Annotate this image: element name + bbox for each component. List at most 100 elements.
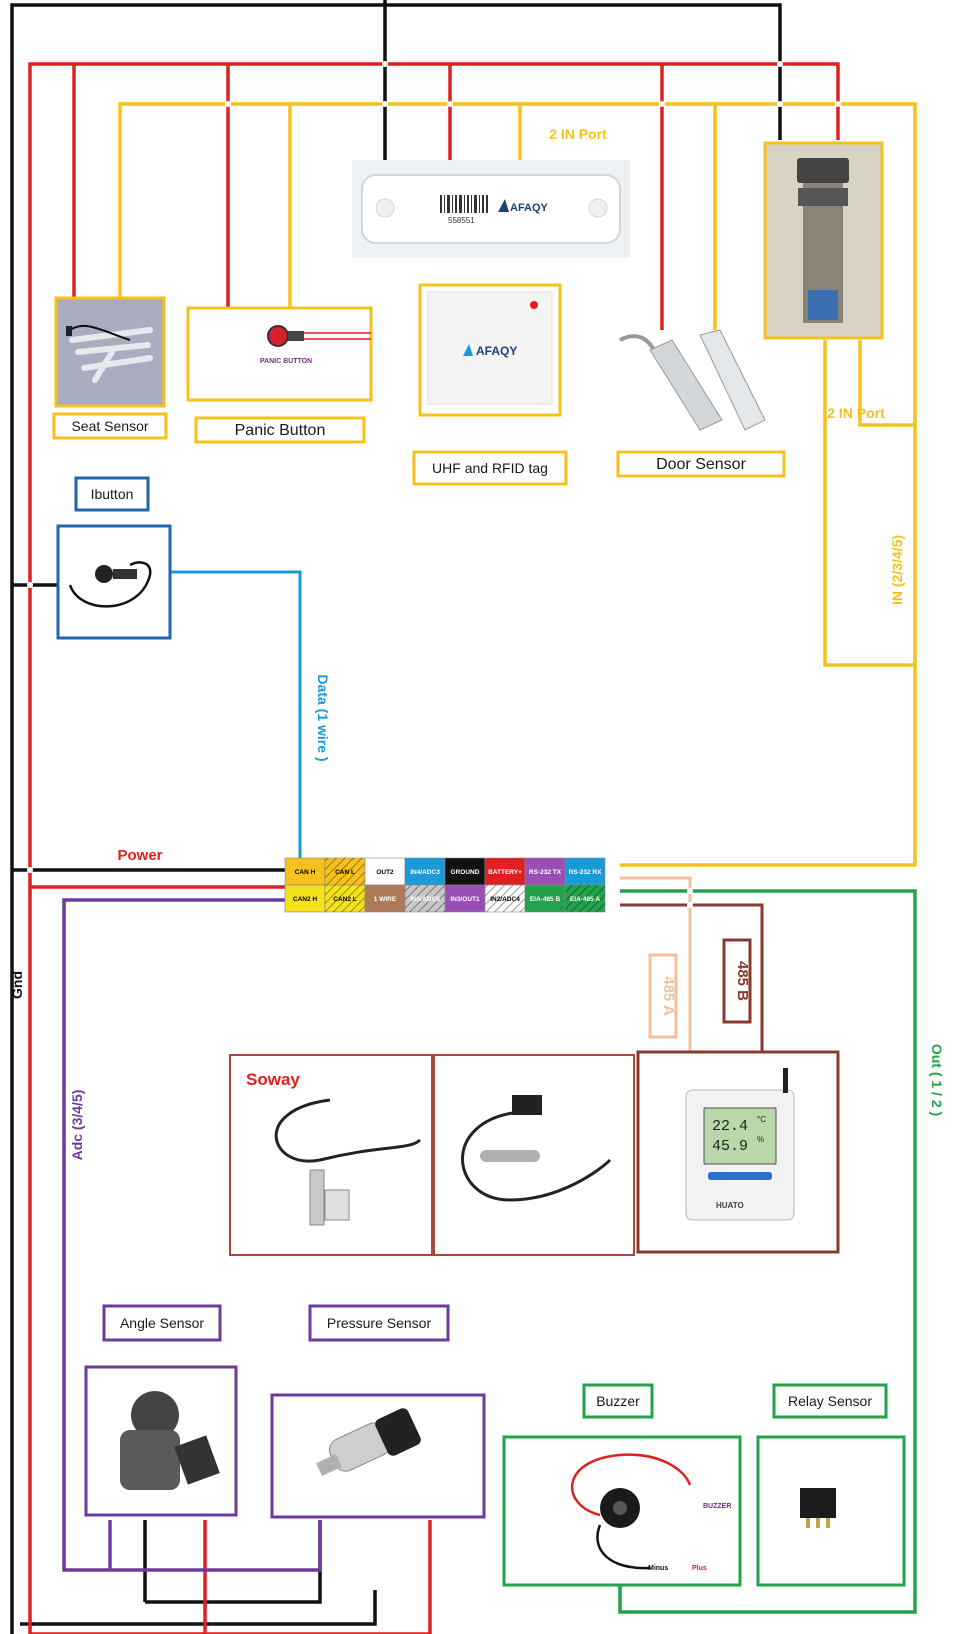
connector-pin-label: 1 WIRE bbox=[374, 896, 397, 903]
tracker-brand: AFAQY bbox=[510, 202, 549, 214]
wire-crossings bbox=[27, 61, 841, 908]
soway-brand: Soway bbox=[246, 1070, 300, 1089]
relay-sensor-label-box bbox=[772, 1383, 888, 1419]
connector-pin-label: CAN2 L bbox=[333, 896, 357, 903]
connector-pin-top-6 bbox=[524, 857, 566, 886]
tracker-serial: 558551 bbox=[448, 216, 475, 225]
io-connector: CAN H CAN L OUT2 IN4/ADC3 GROUND BATTERY+ RS-2… bbox=[284, 857, 606, 913]
adc-345-label: Adc (3/4/5) bbox=[69, 1090, 85, 1161]
proximity-sensor bbox=[763, 141, 884, 340]
rs485-a-label-box bbox=[648, 953, 678, 1039]
angle-sensor bbox=[84, 1365, 238, 1517]
connector-pin-stripes bbox=[325, 885, 365, 912]
out-12-label: Out ( 1 / 2 ) bbox=[929, 1044, 945, 1116]
buzzer-caption: BUZZER bbox=[703, 1503, 731, 1510]
logger-brand: HUATO bbox=[716, 1201, 744, 1210]
seat-sensor-label-box bbox=[52, 412, 168, 440]
buzzer-label-box bbox=[582, 1383, 654, 1419]
adc-wires bbox=[62, 898, 322, 1572]
logger-humidity: 45.9 bbox=[712, 1138, 748, 1155]
two-in-port-right-label: 2 IN Port bbox=[827, 405, 885, 421]
panic-button: PANIC BUTTON bbox=[186, 306, 373, 402]
buzzer-plus: Plus bbox=[692, 1565, 707, 1572]
ibutton-key-icon bbox=[95, 565, 113, 583]
connector-pin-top-2 bbox=[364, 857, 406, 886]
rs485-b-label: 485 B bbox=[734, 961, 751, 1001]
ibutton-label-box bbox=[74, 476, 150, 512]
connector-pin-label: CAN L bbox=[335, 869, 355, 876]
uhf-rfid-label: UHF and RFID tag bbox=[432, 460, 548, 476]
panic-button-label-box bbox=[194, 416, 366, 444]
seat-sensor-label: Seat Sensor bbox=[71, 418, 148, 434]
connector-pin-bottom-6 bbox=[524, 884, 566, 913]
pressure-sensor-label: Pressure Sensor bbox=[327, 1315, 432, 1331]
connector-pin-top-5 bbox=[484, 857, 526, 886]
connector-pin-label: EIA-485 B bbox=[530, 896, 561, 903]
soway-sensor-1: Soway bbox=[229, 1054, 433, 1256]
door-sensor-label-box bbox=[616, 450, 786, 478]
uhf-rfid-reader: AFAQY bbox=[418, 283, 562, 417]
two-in-port-top-label: 2 IN Port bbox=[549, 126, 607, 142]
connector-pin-top-4 bbox=[444, 857, 486, 886]
connector-pin-label: EIA-485 A bbox=[570, 896, 600, 903]
rs485-b-wire bbox=[620, 903, 764, 1055]
connector-pin-label: IN5/ADC5 bbox=[410, 896, 440, 903]
connector-pin-bottom-0 bbox=[284, 884, 326, 913]
panic-button-caption: PANIC BUTTON bbox=[260, 358, 312, 365]
connector-pin-label: IN2/ADC4 bbox=[490, 896, 520, 903]
rs485-b-label-box bbox=[722, 938, 752, 1024]
temperature-humidity-logger: 22.4 °C 45.9 % HUATO bbox=[636, 1050, 840, 1254]
rs485-a-wire bbox=[620, 876, 692, 1055]
pressure-sensor-label-box bbox=[308, 1304, 450, 1342]
buzzer: BUZZER Minus Plus bbox=[502, 1435, 742, 1587]
ibutton-label: Ibutton bbox=[91, 486, 134, 502]
relay-sensor bbox=[756, 1435, 906, 1587]
door-sensor bbox=[619, 329, 766, 431]
connector-pin-stripes bbox=[565, 885, 605, 912]
pressure-sensor bbox=[270, 1393, 486, 1519]
barcode bbox=[440, 195, 488, 213]
connector-pin-top-0 bbox=[284, 857, 326, 886]
buzzer-label: Buzzer bbox=[596, 1393, 640, 1409]
connector-pin-label: IN3/OUT1 bbox=[450, 896, 480, 903]
input-wires bbox=[118, 102, 917, 867]
data-1wire-label: Data (1 wire ) bbox=[315, 674, 331, 761]
rs485-a-label: 485 A bbox=[660, 976, 677, 1016]
in-2345-label: IN (2/3/4/5) bbox=[889, 535, 905, 605]
connector-pin-bottom-4 bbox=[444, 884, 486, 913]
connector-pin-label: RS-232 TX bbox=[529, 869, 562, 876]
panic-button-label: Panic Button bbox=[235, 422, 326, 439]
connector-pin-label: GROUND bbox=[451, 869, 480, 876]
connector-pin-stripes bbox=[485, 885, 525, 912]
afaqy-logo-icon bbox=[498, 199, 509, 212]
connector-pin-label: RS-232 RX bbox=[569, 869, 603, 876]
connector-pin-label: CAN2 H bbox=[293, 896, 318, 903]
logger-humidity-unit: % bbox=[757, 1135, 764, 1144]
connector-pin-label: IN4/ADC3 bbox=[410, 869, 440, 876]
data-wire bbox=[170, 570, 302, 865]
ibutton bbox=[56, 524, 172, 640]
door-sensor-label: Door Sensor bbox=[656, 456, 746, 473]
uhf-rfid-label-box bbox=[412, 450, 568, 486]
logger-temp-unit: °C bbox=[757, 1115, 766, 1124]
logger-temp: 22.4 bbox=[712, 1118, 748, 1135]
gnd-label: Gnd bbox=[9, 971, 25, 999]
connector-pin-label: BATTERY+ bbox=[488, 869, 522, 876]
connector-pin-top-7 bbox=[564, 857, 606, 886]
connector-pin-label: OUT2 bbox=[376, 869, 394, 876]
angle-sensor-label: Angle Sensor bbox=[120, 1315, 204, 1331]
angle-sensor-label-box bbox=[102, 1304, 222, 1342]
power-label: Power bbox=[117, 847, 162, 864]
connector-pin-label: CAN H bbox=[295, 869, 316, 876]
output-wires bbox=[618, 889, 917, 1614]
buzzer-minus: Minus bbox=[648, 1565, 668, 1572]
relay-sensor-label: Relay Sensor bbox=[788, 1393, 872, 1409]
connector-pin-stripes bbox=[405, 885, 445, 912]
rfid-brand: AFAQY bbox=[476, 344, 517, 358]
connector-pin-stripes bbox=[325, 858, 365, 885]
seat-sensor-mat-icon bbox=[69, 327, 153, 383]
seat-sensor bbox=[54, 296, 166, 408]
panic-button-icon bbox=[267, 325, 289, 347]
afaqy-logo-icon bbox=[463, 344, 473, 356]
